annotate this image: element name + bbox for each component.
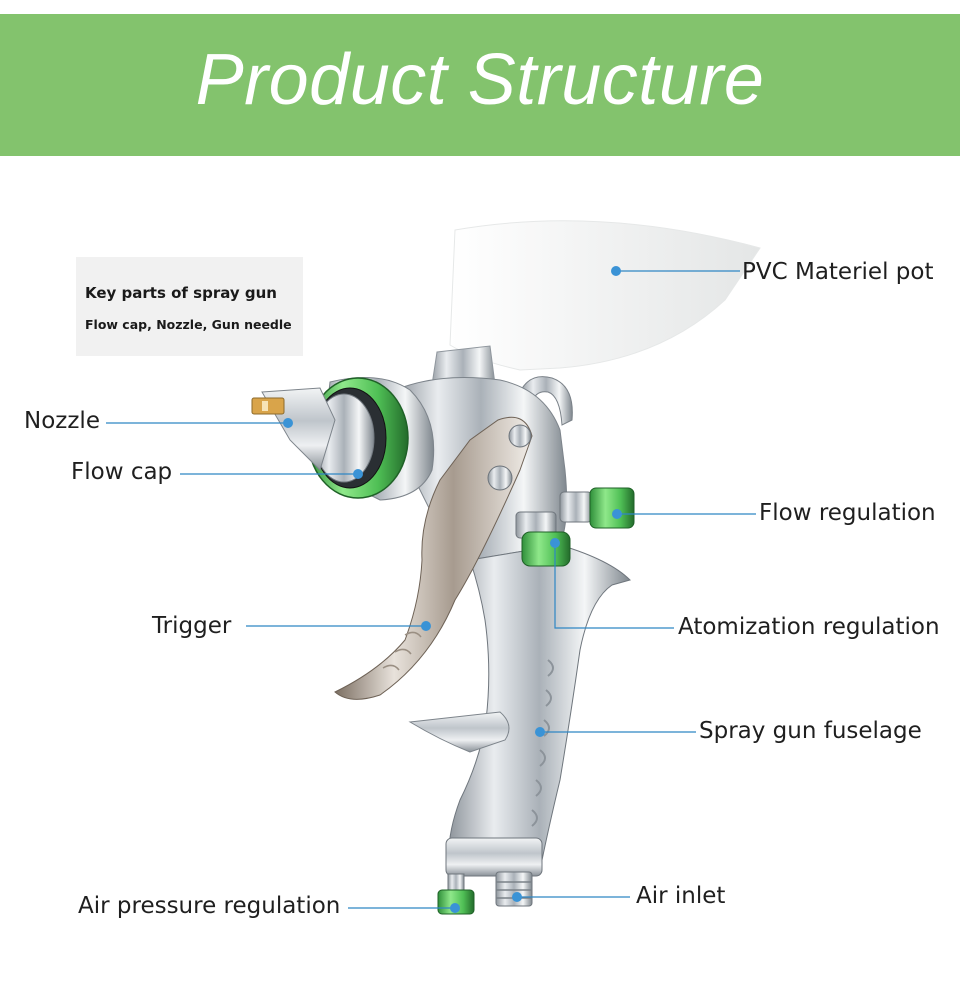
- grip: [448, 544, 631, 871]
- label-flow-regulation: Flow regulation: [759, 500, 936, 526]
- dot-air-inlet: [512, 892, 522, 902]
- flow-regulation-stem: [559, 491, 593, 523]
- key-parts-box: Key parts of spray gun Flow cap, Nozzle,…: [76, 257, 303, 356]
- trigger-grooves: [382, 631, 422, 671]
- grip-base: [445, 837, 543, 877]
- dot-flow-regulation: [612, 509, 622, 519]
- label-atomization-regulation: Atomization regulation: [678, 614, 940, 640]
- atomization-knob: [521, 531, 571, 567]
- trigger-screw: [487, 465, 513, 491]
- key-parts-list: Flow cap, Nozzle, Gun needle: [85, 317, 292, 332]
- finger-rest: [408, 711, 510, 753]
- leader-lines: [106, 270, 756, 909]
- dot-atomization: [550, 538, 560, 548]
- label-air-inlet: Air inlet: [636, 883, 726, 909]
- dot-nozzle: [283, 418, 293, 428]
- flow-regulation-knob: [589, 487, 635, 529]
- label-flow-cap: Flow cap: [71, 459, 173, 485]
- pvc-pot: [449, 220, 761, 371]
- label-fuselage: Spray gun fuselage: [699, 718, 922, 744]
- label-trigger: Trigger: [152, 613, 232, 639]
- grip-ridges: [531, 659, 554, 827]
- leader-atomization: [554, 543, 674, 629]
- dot-trigger: [421, 621, 431, 631]
- label-air-pressure-regulation: Air pressure regulation: [78, 893, 341, 919]
- leader-dots: [283, 266, 622, 913]
- hanger-hook: [519, 376, 573, 426]
- page-title: Product Structure: [195, 40, 765, 120]
- label-pvc-pot: PVC Materiel pot: [742, 259, 934, 285]
- dot-fuselage: [535, 727, 545, 737]
- key-parts-title: Key parts of spray gun: [85, 284, 277, 302]
- label-nozzle: Nozzle: [24, 408, 100, 434]
- header-band: Product Structure: [0, 14, 960, 156]
- dot-pvc-pot: [611, 266, 621, 276]
- trigger: [334, 416, 533, 700]
- dot-air-pressure: [450, 903, 460, 913]
- dot-flow-cap: [353, 469, 363, 479]
- trigger-pivot: [508, 424, 532, 448]
